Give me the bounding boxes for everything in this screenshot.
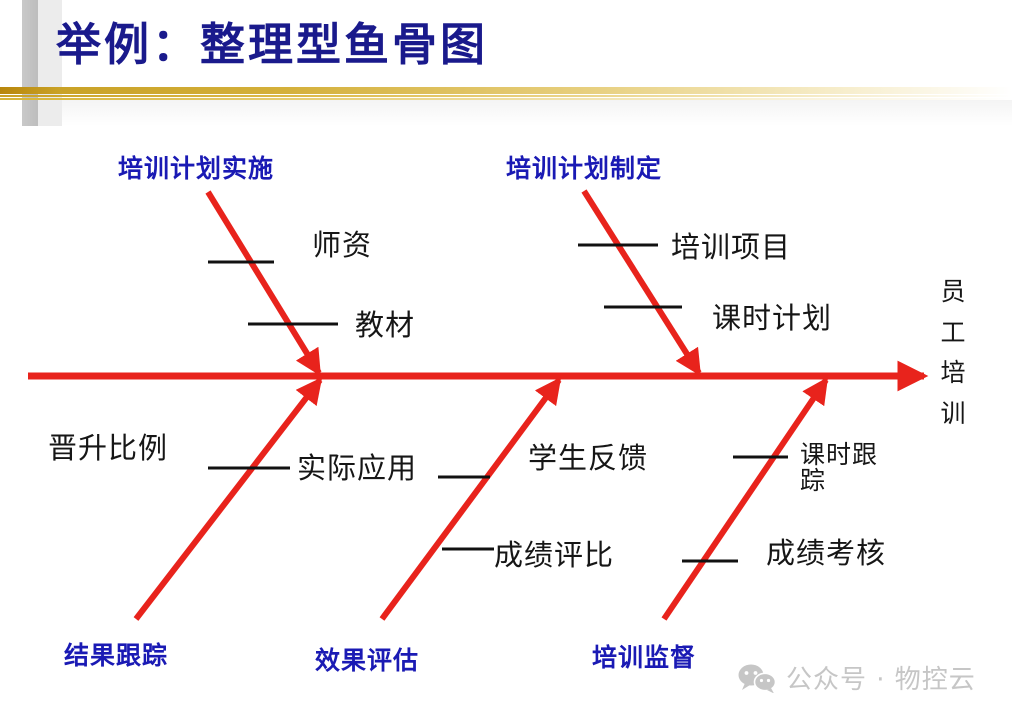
header-left-light-strip xyxy=(38,0,62,126)
header-rule-thin-1 xyxy=(0,95,1012,97)
header-fade-strip xyxy=(62,100,1012,126)
effect-char-4: 训 xyxy=(940,398,966,428)
watermark: 公众号 · 物控云 xyxy=(737,659,976,696)
header-underline xyxy=(0,85,1012,105)
branch-training-supervision xyxy=(661,376,829,621)
effect-label-employee-training: 员 工 培 训 xyxy=(936,272,970,434)
cause-label-shizi[interactable]: 师资 xyxy=(312,228,373,262)
branch-effect-evaluation xyxy=(379,377,562,621)
header-left-gray-strip xyxy=(22,0,38,126)
wechat-icon xyxy=(737,663,777,693)
category-label-training-plan-implementation[interactable]: 培训计划实施 xyxy=(118,154,275,183)
cause-label-shijiyingyong[interactable]: 实际应用 xyxy=(297,451,418,485)
branch-training-plan-implementation xyxy=(205,190,322,377)
effect-char-3: 培 xyxy=(940,358,966,387)
branch-training-plan-formulation xyxy=(581,189,702,377)
category-label-training-supervision[interactable]: 培训监督 xyxy=(592,643,697,672)
header-band xyxy=(62,0,1012,88)
page-title: 举例：整理型鱼骨图 xyxy=(56,18,489,71)
cause-label-chengjipingbi[interactable]: 成绩评比 xyxy=(494,538,615,572)
cause-label-xueshengfankui[interactable]: 学生反馈 xyxy=(528,441,649,475)
category-label-result-tracking[interactable]: 结果跟踪 xyxy=(64,641,169,670)
cause-label-keshijihua[interactable]: 课时计划 xyxy=(712,301,833,335)
cause-label-keshigenzong[interactable]: 课时跟踪 xyxy=(800,440,879,496)
cause-label-jinshengbili[interactable]: 晋升比例 xyxy=(48,431,169,465)
branch-result-tracking xyxy=(133,377,323,621)
category-label-effect-evaluation[interactable]: 效果评估 xyxy=(315,646,420,675)
cause-label-jiaocai[interactable]: 教材 xyxy=(355,308,416,342)
cause-label-chengjikaohe[interactable]: 成绩考核 xyxy=(766,536,887,570)
cause-label-peixunxiangmu[interactable]: 培训项目 xyxy=(671,230,792,264)
header-rule-thin-2 xyxy=(0,98,1012,100)
effect-char-2: 工 xyxy=(940,317,966,347)
watermark-text: 公众号 · 物控云 xyxy=(786,665,976,695)
category-label-training-plan-formulation[interactable]: 培训计划制定 xyxy=(506,154,663,183)
effect-char-1: 员 xyxy=(940,277,966,306)
header-rule-thick xyxy=(0,87,1012,94)
